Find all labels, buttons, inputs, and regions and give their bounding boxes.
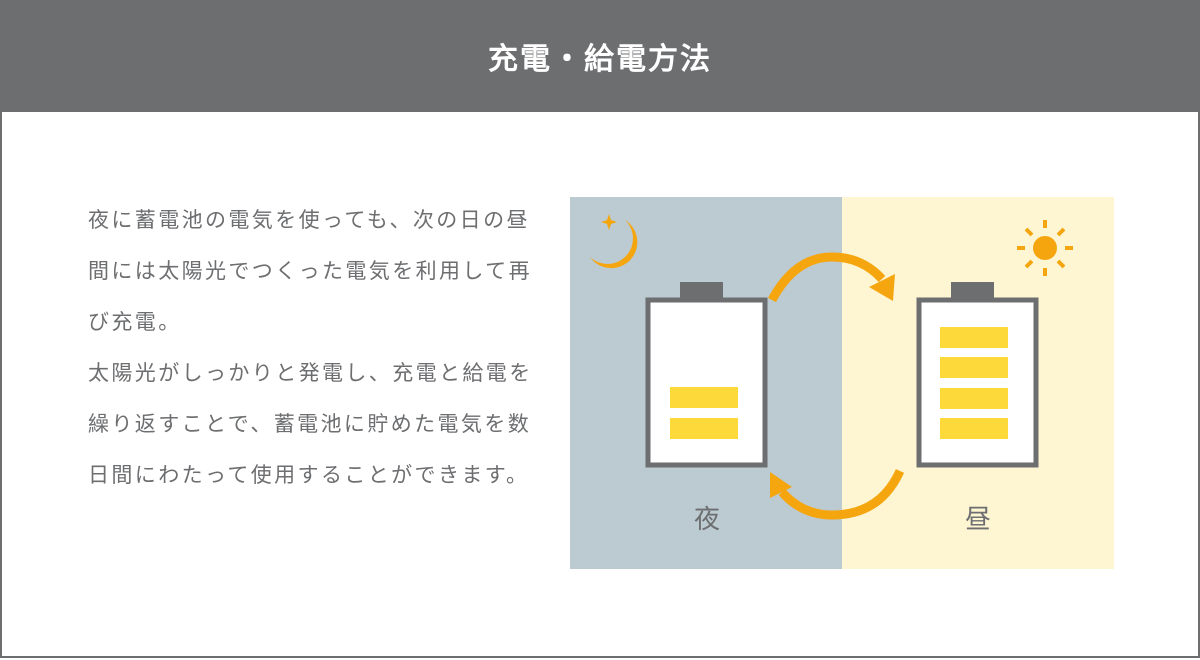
content-frame: [0, 112, 1200, 658]
moon-icon: [590, 214, 638, 269]
night-battery-icon: [645, 282, 768, 468]
description-paragraph: 太陽光がしっかりと発電し、充電と給電を繰り返すことで、蓄電池に貯めた電気を数日間…: [88, 361, 533, 487]
description: 夜に蓄電池の電気を使っても、次の日の昼間には太陽光でつくった電気を利用して再び充…: [88, 195, 538, 501]
header: 充電・給電方法: [0, 0, 1200, 112]
page-title: 充電・給電方法: [488, 42, 712, 77]
sun-icon: [1017, 220, 1073, 276]
day-label: 昼: [965, 505, 991, 535]
charge-arrow-icon: [768, 252, 895, 303]
discharge-arrow-icon: [770, 469, 905, 520]
charge-cycle-illustration: 夜 昼: [570, 197, 1114, 569]
day-battery-icon: [916, 282, 1039, 468]
description-paragraph: 夜に蓄電池の電気を使っても、次の日の昼間には太陽光でつくった電気を利用して再び充…: [88, 208, 532, 334]
night-label: 夜: [694, 505, 720, 535]
